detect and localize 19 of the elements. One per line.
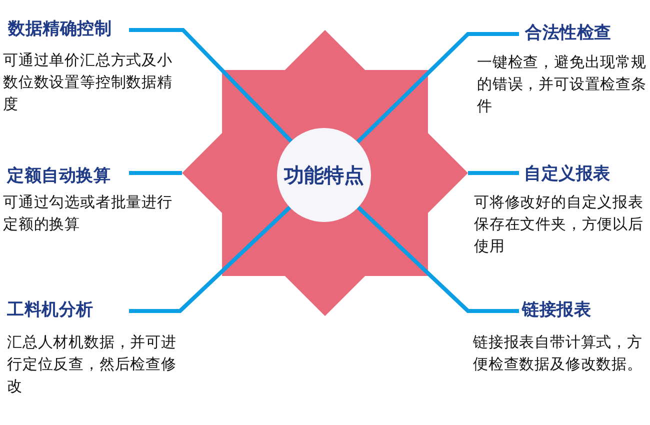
feature-heading: 合法性检查	[525, 23, 612, 43]
feature-description: 链接报表自带计算式，方便检查数据及修改数据。	[473, 332, 644, 375]
feature-description: 一键检查，避免出现常规的错误，并可设置检查条件	[477, 52, 648, 117]
connector-line	[129, 28, 293, 143]
connector-line	[129, 206, 292, 313]
feature-description: 可通过勾选或者批量进行定额的换算	[3, 192, 174, 235]
connector-line	[468, 171, 519, 175]
feature-heading: 自定义报表	[524, 164, 610, 184]
connector-line	[356, 206, 519, 313]
topic-label: 功能特点	[284, 163, 364, 187]
feature-description: 汇总人材机数据，并可进行定位反查，然后检查修改	[7, 332, 178, 397]
feature-heading: 工料机分析	[7, 300, 94, 320]
feature-description: 可通过单价汇总方式及小数位数设置等控制数据精度	[3, 50, 174, 115]
connector-line	[356, 32, 519, 144]
feature-heading: 定额自动换算	[7, 166, 111, 186]
feature-description: 可将修改好的自定义报表保存在文件夹，方便以后使用	[474, 192, 644, 257]
feature-heading: 链接报表	[522, 300, 592, 320]
feature-heading: 数据精确控制	[8, 19, 112, 39]
connector-line	[129, 171, 182, 175]
